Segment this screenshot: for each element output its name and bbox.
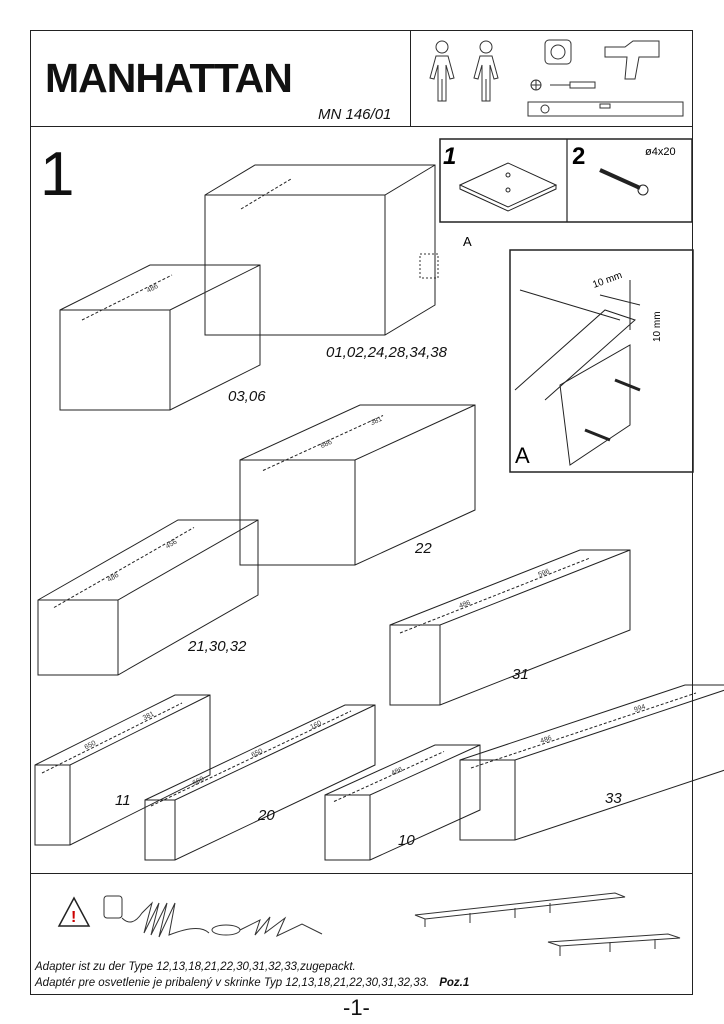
drill-icon [604, 40, 660, 80]
cabinet-label: 21,30,32 [188, 638, 247, 655]
cabinet-drawing [389, 549, 631, 706]
part-number: 1 [443, 143, 456, 170]
product-code: MN 146/01 [318, 106, 392, 123]
dimension-label: 486 [146, 283, 160, 295]
dimension-label: 160 [309, 720, 323, 731]
dimension-label: 650 [250, 748, 264, 759]
svg-text:!: ! [71, 909, 76, 926]
part-number: 2 [572, 143, 585, 170]
parts-box [439, 138, 693, 223]
two-person-icon [429, 40, 499, 102]
position-label: Poz.1 [439, 977, 470, 989]
shelf-line [41, 702, 183, 774]
dimension-label: 486 [539, 735, 552, 745]
shelf-line [150, 710, 352, 807]
cabinet-drawing [204, 164, 436, 336]
warning-icon: ! [57, 896, 91, 927]
page-number: -1- [343, 995, 370, 1020]
dimension-label: 486 [458, 599, 472, 610]
divider [410, 30, 411, 126]
divider [30, 126, 693, 127]
dimension-label: 660 [192, 776, 206, 787]
cabinet-drawing [59, 264, 261, 411]
detail-label: A [515, 443, 530, 468]
shelf-line [53, 527, 195, 608]
cabinet-drawing [144, 704, 376, 861]
cabinet-label: 33 [605, 790, 622, 807]
cabinet-drawing [324, 744, 481, 861]
dimension-label: 994 [633, 704, 646, 714]
cabinet-label: 01,02,24,28,34,38 [326, 344, 447, 361]
screw-icon [599, 168, 649, 196]
callout-marker [419, 253, 439, 279]
dimension-label: 486 [107, 572, 121, 584]
footer-note-de: Adapter ist zu der Type 12,13,18,21,22,3… [35, 961, 356, 973]
level-icon [527, 101, 684, 117]
divider [30, 873, 693, 874]
cabinet-label: 10 [398, 832, 415, 849]
dim-label: 10 mm [591, 270, 623, 291]
dimension-label: 456 [165, 539, 179, 551]
dimension-label: 650 [84, 740, 98, 752]
cabinet-drawing [34, 694, 211, 846]
connector-plate-icon [458, 162, 558, 208]
page-frame [30, 30, 693, 995]
screwdriver-icon [530, 79, 596, 91]
footer-note-sk: Adaptér pre osvetlenie je pribalený v sk… [35, 977, 469, 990]
shelf-icon [414, 892, 681, 956]
cabinet-label: 03,06 [228, 388, 266, 405]
cabinet-label: 11 [115, 792, 131, 809]
cabinet-drawing [459, 684, 724, 841]
shelf-line [262, 415, 384, 471]
dim-label: 10 mm [652, 311, 663, 342]
dimension-label: 596 [537, 568, 551, 579]
dimension-label: 381 [370, 416, 384, 427]
step-number: 1 [40, 140, 75, 209]
screw-size: ø4x20 [645, 146, 676, 158]
product-title: MANHATTAN [45, 55, 293, 101]
adapter-cable-icon [103, 895, 323, 938]
dimension-label: 381 [142, 711, 156, 723]
cabinet-label: 22 [415, 540, 432, 557]
cabinet-drawing [37, 519, 259, 676]
cabinet-label: 31 [512, 666, 529, 683]
shelf-line [470, 692, 697, 769]
dimension-label: 886 [320, 439, 334, 450]
cabinet-label: 20 [258, 807, 275, 824]
shelf-line [240, 178, 292, 210]
tape-measure-icon [544, 39, 572, 65]
detail-a-box [509, 249, 694, 473]
footer-note-text: Adaptér pre osvetlenie je pribalený v sk… [35, 977, 430, 989]
dimension-label: 486 [390, 766, 404, 777]
callout-label: A [463, 234, 472, 249]
shelf-line [81, 274, 173, 321]
shelf-line [399, 557, 591, 634]
shelf-line [333, 751, 445, 802]
cabinet-drawing [239, 404, 476, 566]
